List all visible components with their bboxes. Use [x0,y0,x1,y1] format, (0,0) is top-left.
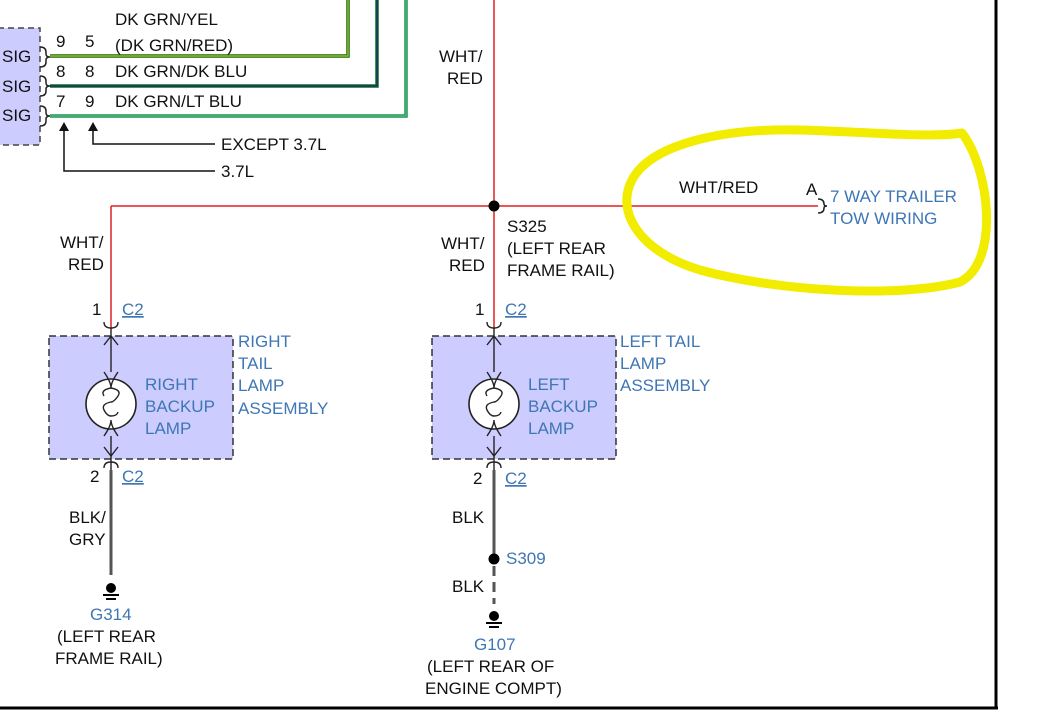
left-assembly-label-2: LAMP [620,354,666,373]
trailer-tow-group [622,125,991,296]
splice-s325-loc-2: FRAME RAIL) [507,261,615,280]
right-conn-top-link[interactable]: C2 [122,300,144,319]
right-bulb-label-3: LAMP [145,419,191,438]
left-wire-top-1: WHT/ [441,234,485,253]
pin-num-7: 7 [56,92,65,111]
note-except-37l: EXCEPT 3.7L [221,135,327,154]
right-bulb-label-2: BACKUP [145,397,215,416]
splice-s309-dot [488,553,500,565]
right-wire-top-1: WHT/ [60,233,104,252]
wire-label-dk-grn-dk-blu: DK GRN/DK BLU [115,62,247,81]
right-assembly-label-4: ASSEMBLY [238,399,328,418]
ground-g107-loc-2: ENGINE COMPT) [425,679,562,698]
pin-num-8b: 8 [85,62,94,81]
ground-g107-icon [486,611,502,628]
sig-label-1: SIG [2,47,31,66]
ground-g314-loc-1: (LEFT REAR [57,627,156,646]
left-assembly-label-1: LEFT TAIL [620,332,700,351]
left-wire-bottom-1: BLK [452,508,485,527]
left-bulb-label-2: BACKUP [528,397,598,416]
right-wire-bottom-1: BLK/ [69,508,106,527]
pin-bracket-1 [39,46,51,68]
trailer-connector-pin [817,198,828,214]
left-assembly-label-3: ASSEMBLY [620,376,710,395]
feed-wire-label-1: WHT/ [439,47,483,66]
sig-label-3: SIG [2,106,31,125]
right-lamp-housing [48,335,234,460]
left-conn-bottom-link[interactable]: C2 [505,469,527,488]
splice-s325-id: S325 [507,217,547,236]
pin-num-8a: 8 [56,62,65,81]
right-pin-top: 1 [92,300,101,319]
splice-s325-dot [488,200,500,212]
left-conn-top-link[interactable]: C2 [505,300,527,319]
wire-labels: DK GRN/YEL (DK GRN/RED) DK GRN/DK BLU DK… [115,10,247,111]
trailer-wire-label: WHT/RED [679,178,758,197]
ground-g107-id: G107 [474,635,516,654]
right-assembly-label-2: TAIL [238,354,273,373]
left-wire-bottom-2: BLK [452,577,485,596]
trailer-pin-label: A [806,180,818,199]
page-frame [0,0,998,710]
right-tail-lamp-assembly [48,321,234,470]
right-wire-top-2: RED [68,255,104,274]
right-assembly-label-3: LAMP [238,376,284,395]
pin-num-9b: 9 [85,92,94,111]
trailer-tow-label-1: 7 WAY TRAILER [830,187,957,206]
right-conn-bottom-link[interactable]: C2 [122,467,144,486]
ground-g107-loc-1: (LEFT REAR OF [427,657,554,676]
pin-num-5: 5 [85,32,94,51]
pin-bracket-2 [39,75,51,97]
wire-label-dk-grn-yel: DK GRN/YEL [115,10,218,29]
left-bulb-label-3: LAMP [528,419,574,438]
left-pin-top: 1 [475,300,484,319]
signal-wires [50,0,408,118]
left-lamp-housing [431,335,617,460]
right-bulb-label-1: RIGHT [145,375,198,394]
left-wire-top-2: RED [449,256,485,275]
pin-bracket-3 [39,105,51,127]
right-wire-bottom-2: GRY [69,530,106,549]
left-pin-bottom: 2 [473,469,482,488]
splice-s325-loc-1: (LEFT REAR [507,239,606,258]
ground-g314-loc-2: FRAME RAIL) [55,649,163,668]
connector-body [0,27,41,146]
wire-label-dk-grn-lt-blu: DK GRN/LT BLU [115,92,242,111]
right-backup-bulb-icon [85,378,137,430]
splice-s309-id: S309 [506,549,546,568]
wire-label-dk-grn-red: (DK GRN/RED) [115,36,233,55]
note-37l: 3.7L [221,162,254,181]
right-pin-bottom: 2 [90,467,99,486]
ground-g314-id: G314 [90,605,132,624]
feed-wire-label-2: RED [447,69,483,88]
sig-label-2: SIG [2,77,31,96]
feed-wiring [110,0,818,328]
pin-num-9: 9 [56,32,65,51]
highlight-circle [622,125,991,296]
trailer-tow-label-2: TOW WIRING [830,209,937,228]
ground-g314-icon [103,583,119,600]
left-bulb-label-1: LEFT [528,375,570,394]
variant-notes: EXCEPT 3.7L 3.7L [59,122,327,181]
left-backup-bulb-icon [468,378,520,430]
left-tail-lamp-assembly [431,321,617,470]
right-assembly-label-1: RIGHT [238,332,291,351]
